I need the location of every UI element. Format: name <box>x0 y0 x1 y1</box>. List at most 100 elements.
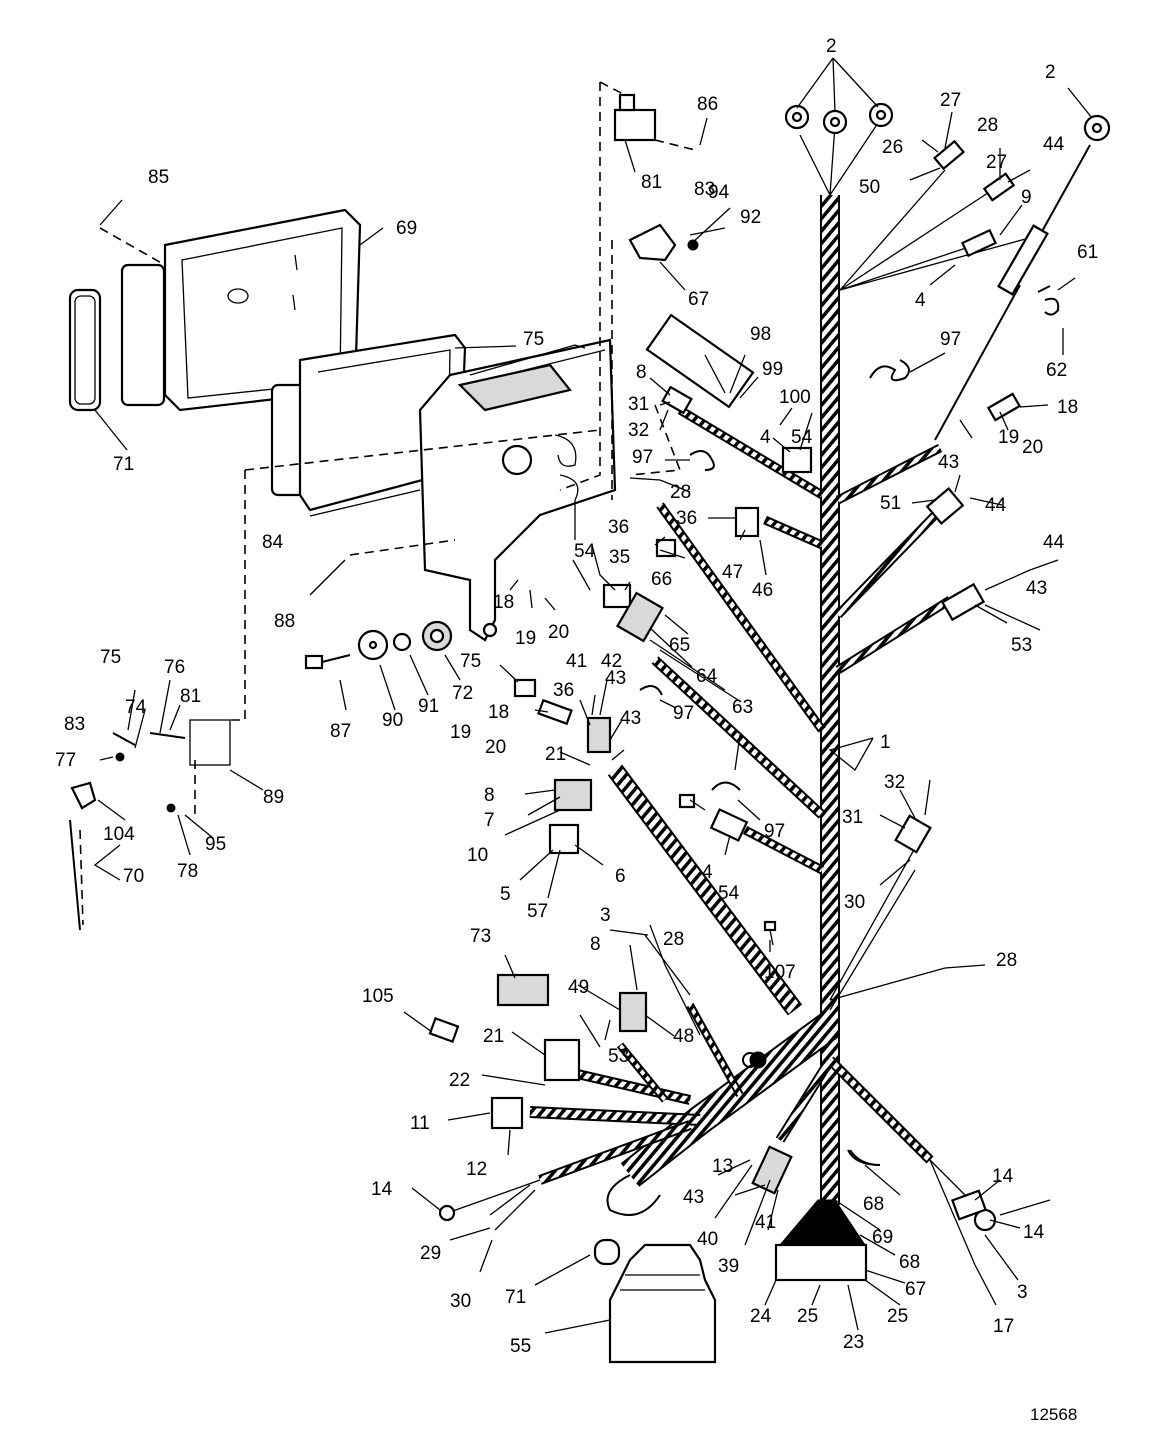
callout: 14 <box>992 1166 1014 1187</box>
callout: 94 <box>708 182 730 203</box>
callout: 61 <box>1077 242 1098 263</box>
callout: 53 <box>1011 635 1032 656</box>
callout: 44 <box>1043 532 1065 553</box>
callout: 57 <box>527 901 548 922</box>
callout: 25 <box>797 1306 818 1327</box>
callout: 12 <box>466 1159 487 1180</box>
callout: 71 <box>113 454 134 475</box>
callout: 25 <box>887 1306 908 1327</box>
callout: 67 <box>905 1279 926 1300</box>
callout: 27 <box>940 90 961 111</box>
callout: 31 <box>628 394 649 415</box>
callout: 23 <box>843 1332 864 1353</box>
assembly-lines <box>79 81 696 926</box>
figure-number: 12568 <box>1030 1405 1077 1424</box>
callout: 20 <box>1022 437 1043 458</box>
callout: 67 <box>688 289 709 310</box>
callout: 39 <box>718 1256 739 1277</box>
callout: 72 <box>452 683 473 704</box>
callout: 54 <box>574 541 596 562</box>
callout: 68 <box>899 1252 920 1273</box>
callout: 54 <box>718 883 740 904</box>
callout: 68 <box>863 1194 884 1215</box>
callout: 76 <box>164 657 185 678</box>
callout: 8 <box>636 362 647 383</box>
callout: 64 <box>696 666 718 687</box>
callout: 10 <box>467 845 488 866</box>
callout: 5 <box>500 884 511 905</box>
callout: 66 <box>651 569 672 590</box>
harness-branches <box>529 406 953 1187</box>
callout: 92 <box>740 207 761 228</box>
callout: 3 <box>1017 1282 1028 1303</box>
callout: 47 <box>722 562 743 583</box>
callout: 18 <box>1057 397 1078 418</box>
callout: 28 <box>996 950 1017 971</box>
callout: 99 <box>762 359 783 380</box>
callout: 65 <box>669 635 690 656</box>
callout-labels: 2 2 27 28 26 27 44 50 9 4 61 62 97 18 19… <box>55 36 1098 1424</box>
callout: 75 <box>523 329 544 350</box>
callout: 43 <box>938 452 959 473</box>
callout: 104 <box>103 824 135 845</box>
callout: 21 <box>483 1026 504 1047</box>
callout: 19 <box>998 427 1019 448</box>
callout: 14 <box>371 1179 393 1200</box>
callout: 105 <box>362 986 394 1007</box>
harness-drawing <box>68 57 1111 1364</box>
callout: 1 <box>880 732 891 753</box>
callout: 41 <box>566 651 587 672</box>
callout: 88 <box>274 611 295 632</box>
callout: 75 <box>100 647 121 668</box>
callout: 44 <box>985 495 1007 516</box>
callout: 32 <box>628 420 649 441</box>
callout: 36 <box>608 517 629 538</box>
bottom-connector <box>774 1199 868 1282</box>
callout: 73 <box>470 926 491 947</box>
callout: 21 <box>545 744 566 765</box>
callout: 97 <box>632 447 653 468</box>
callout: 53 <box>608 1046 629 1067</box>
callout: 70 <box>123 866 144 887</box>
callout: 36 <box>676 508 697 529</box>
callout: 19 <box>515 628 536 649</box>
callout: 43 <box>605 668 626 689</box>
callout: 28 <box>663 929 684 950</box>
callout: 31 <box>842 807 863 828</box>
callout: 6 <box>615 866 626 887</box>
callout: 20 <box>548 622 569 643</box>
callout: 100 <box>779 387 811 408</box>
callout: 98 <box>750 324 771 345</box>
callout: 7 <box>484 810 495 831</box>
callout: 24 <box>750 1306 772 1327</box>
callout: 14 <box>1023 1222 1045 1243</box>
callout: 36 <box>553 680 574 701</box>
callout: 18 <box>488 702 509 723</box>
callout: 81 <box>641 172 662 193</box>
callout: 90 <box>382 710 403 731</box>
callout: 3 <box>600 905 611 926</box>
callout: 9 <box>1021 187 1032 208</box>
callout: 27 <box>986 152 1007 173</box>
callout: 28 <box>977 115 998 136</box>
callout: 8 <box>590 934 601 955</box>
callout: 107 <box>764 962 796 983</box>
callout: 89 <box>263 787 284 808</box>
callout: 85 <box>148 167 169 188</box>
callout: 75 <box>460 651 481 672</box>
callout: 20 <box>485 737 506 758</box>
callout: 26 <box>882 137 903 158</box>
callout: 32 <box>884 772 905 793</box>
leader-lines <box>93 57 1093 1334</box>
callout: 54 <box>791 427 813 448</box>
callout: 86 <box>697 94 718 115</box>
callout: 83 <box>64 714 85 735</box>
ring-terminals <box>438 102 1111 1232</box>
callout: 95 <box>205 834 226 855</box>
callout: 4 <box>702 862 713 883</box>
callout: 62 <box>1046 360 1067 381</box>
callout: 91 <box>418 696 439 717</box>
callout: 4 <box>915 290 926 311</box>
callout: 78 <box>177 861 198 882</box>
